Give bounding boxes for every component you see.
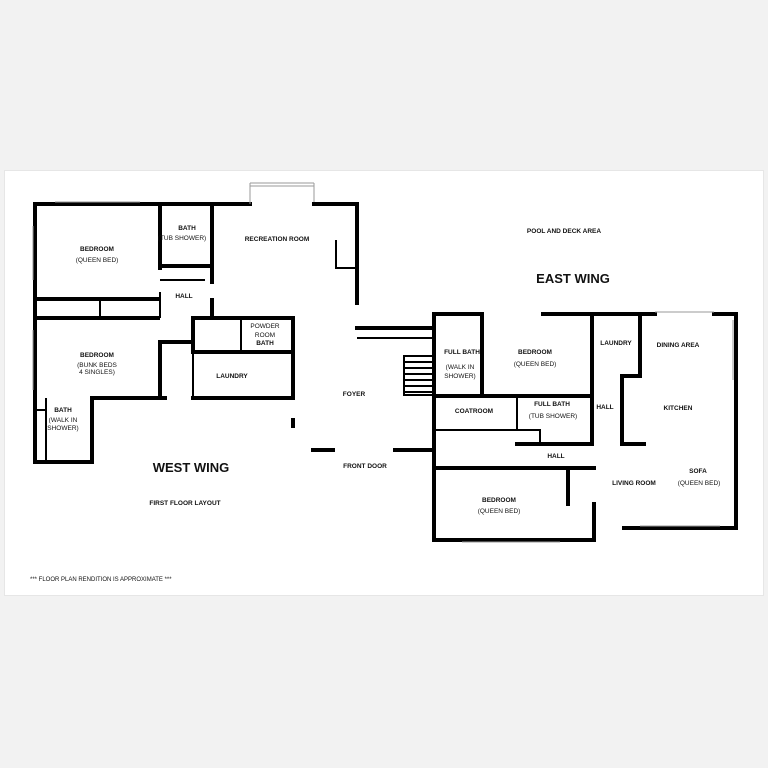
recreation-room-label: RECREATION ROOM xyxy=(245,236,310,243)
coatroom-label: COATROOM xyxy=(455,408,493,415)
bedroom-queen-west-sub: (QUEEN BED) xyxy=(76,257,119,264)
bedroom-bunk-label: BEDROOM xyxy=(80,352,114,359)
full-bath-walkin-label: FULL BATH xyxy=(444,349,480,356)
west-windows xyxy=(32,201,140,390)
bedroom-queen-south-sub: (QUEEN BED) xyxy=(478,508,521,515)
west-wing-label: WEST WING xyxy=(153,460,230,475)
full-bath-tub-label: FULL BATH xyxy=(534,401,570,408)
hall-east-1-label: HALL xyxy=(596,404,613,411)
approximate-note: *** FLOOR PLAN RENDITION IS APPROXIMATE … xyxy=(30,577,172,583)
hall-west-label: HALL xyxy=(175,293,192,300)
laundry-west-label: LAUNDRY xyxy=(216,373,248,380)
bedroom-queen-south-label: BEDROOM xyxy=(482,497,516,504)
foyer-label: FOYER xyxy=(343,391,366,398)
floor-plan-sheet xyxy=(4,170,764,596)
kitchen-label: KITCHEN xyxy=(664,405,693,412)
bedroom-bunk-sub2: 4 SINGLES) xyxy=(79,369,115,376)
pool-deck-label: POOL AND DECK AREA xyxy=(527,228,601,235)
living-room-label: LIVING ROOM xyxy=(612,480,656,487)
bath-walkin-west-label: BATH xyxy=(54,407,72,414)
full-bath-walkin-sub2: SHOWER) xyxy=(444,373,475,380)
east-wing-label: EAST WING xyxy=(536,271,610,286)
laundry-east-label: LAUNDRY xyxy=(600,340,632,347)
bedroom-queen-west-label: BEDROOM xyxy=(80,246,114,253)
sofa-label: SOFA xyxy=(689,468,707,475)
plan-labels: POOL AND DECK AREA EAST WING WEST WING F… xyxy=(30,228,610,583)
powder-room-label2: ROOM xyxy=(255,332,275,339)
bath-walkin-west-sub2: SHOWER) xyxy=(47,425,78,432)
bath-tub-west-label: BATH xyxy=(178,225,196,232)
bath-walkin-west-sub1: (WALK IN xyxy=(49,417,78,424)
front-door-label: FRONT DOOR xyxy=(343,463,387,470)
powder-room-label1: POWDER xyxy=(250,323,280,330)
first-floor-layout-label: FIRST FLOOR LAYOUT xyxy=(149,500,220,507)
powder-room-label3: BATH xyxy=(256,340,274,347)
bedroom-bunk-sub1: (BUNK BEDS xyxy=(77,362,117,369)
east-wing-walls xyxy=(432,311,738,543)
full-bath-tub-sub: (TUB SHOWER) xyxy=(529,413,577,420)
room-labels: BEDROOM (QUEEN BED) BATH (TUB SHOWER) RE… xyxy=(47,225,720,515)
bedroom-queen-east-sub: (QUEEN BED) xyxy=(514,361,557,368)
bedroom-queen-east-label: BEDROOM xyxy=(518,349,552,356)
west-wing-walls xyxy=(33,182,436,464)
bath-tub-west-sub: (TUB SHOWER) xyxy=(158,235,206,242)
dining-area-label: DINING AREA xyxy=(657,342,700,349)
full-bath-walkin-sub1: (WALK IN xyxy=(446,364,475,371)
hall-east-2-label: HALL xyxy=(547,453,564,460)
sofa-sub: (QUEEN BED) xyxy=(678,480,721,487)
